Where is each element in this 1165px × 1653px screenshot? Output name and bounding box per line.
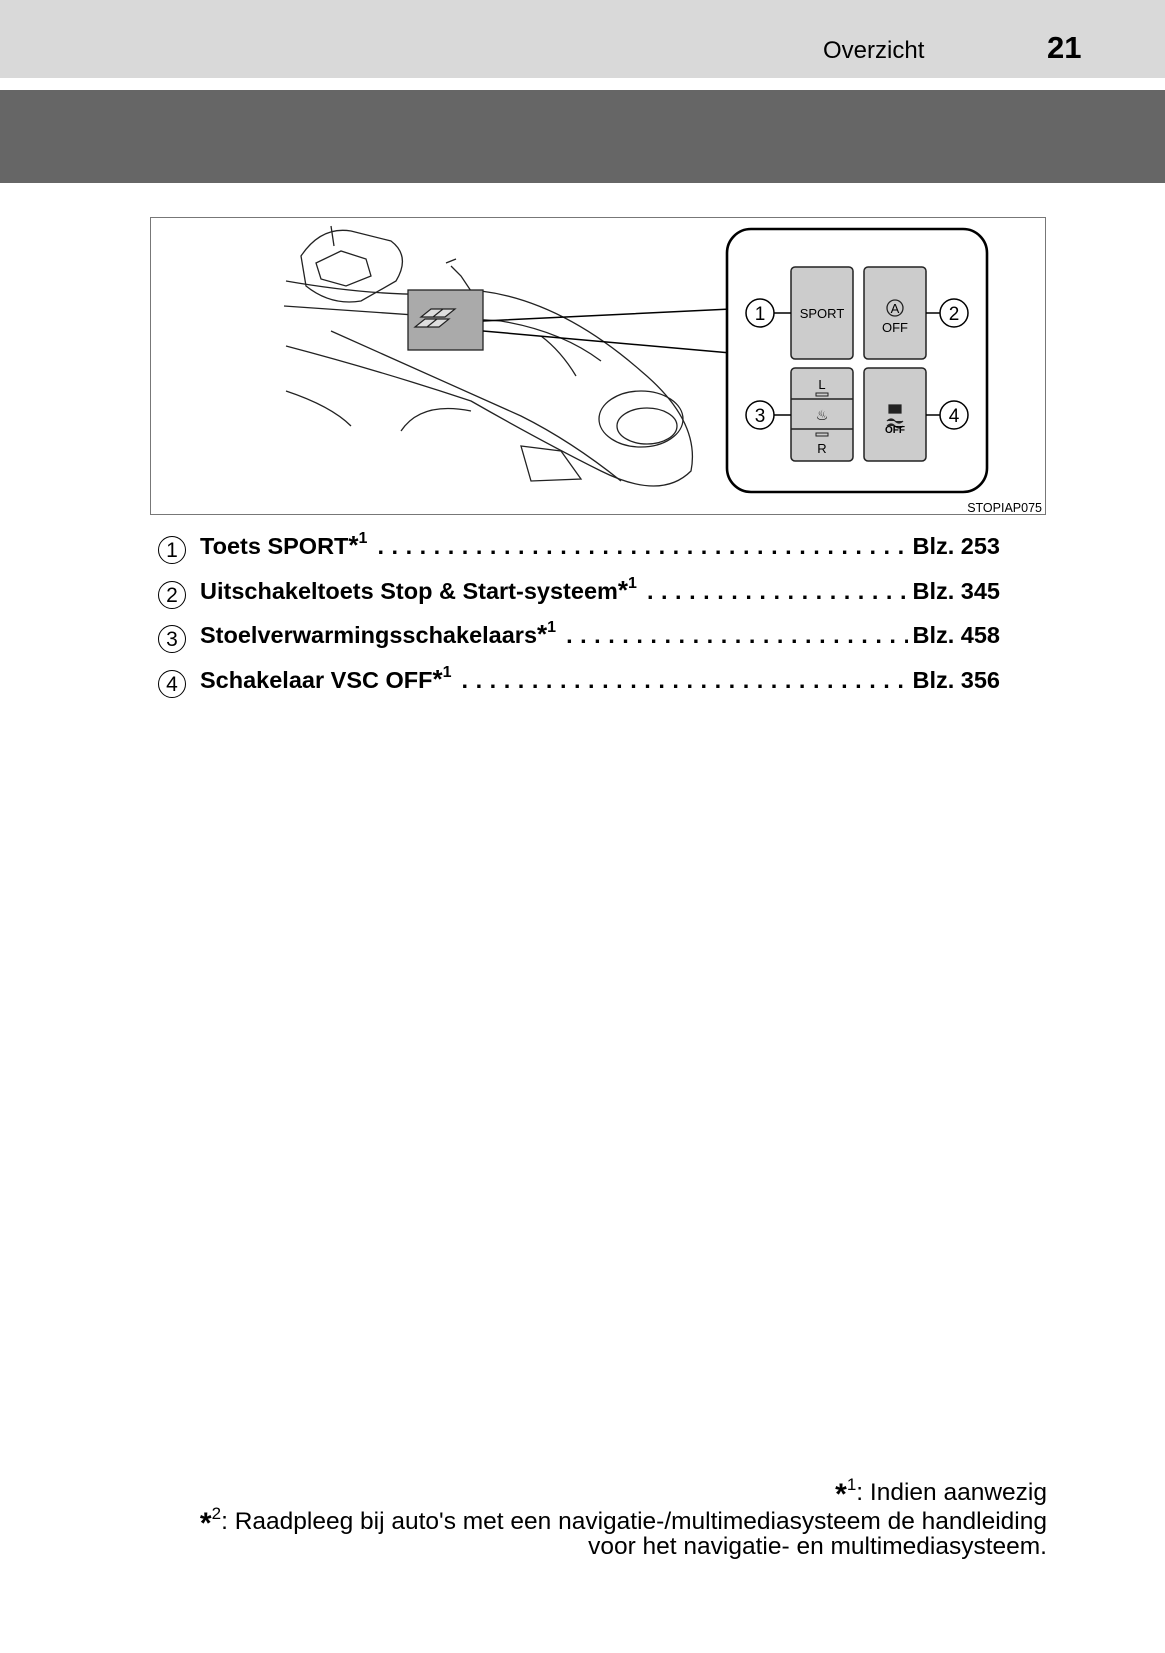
footnote-star: * xyxy=(617,574,629,605)
list-item-seat-heater: 3 Stoelverwarmingsschakelaars*1 Blz. 458 xyxy=(158,619,1000,664)
callout-1 xyxy=(745,298,775,328)
figure-code: STOPIAP075 xyxy=(967,501,1042,515)
list-item-stop-start: 2 Uitschakeltoets Stop & Start-systeem*1… xyxy=(158,575,1000,620)
footnote-number: 2 xyxy=(211,1504,222,1523)
footnote-ref: 1 xyxy=(442,663,452,681)
callout-3 xyxy=(745,400,775,430)
footnote-ref: 1 xyxy=(547,619,557,637)
vsc-off-button xyxy=(863,367,927,462)
list-item-sport: 1 Toets SPORT*1 Blz. 253 xyxy=(158,530,1000,575)
auto-stop-start-icon xyxy=(886,299,904,317)
skid-car-icon xyxy=(886,404,904,429)
vsc-off-label: OFF xyxy=(885,425,905,436)
footnote-star: * xyxy=(835,1478,847,1511)
footnote-star: * xyxy=(537,619,548,650)
callout-2 xyxy=(939,298,969,328)
footnote-ref: 1 xyxy=(628,574,637,592)
item-label: Toets SPORT xyxy=(200,533,349,559)
dot-leader xyxy=(462,667,909,694)
item-label: Uitschakeltoets Stop & Start-systeem xyxy=(200,577,618,604)
callout-2-label: 2 xyxy=(949,304,960,325)
callout-3-label: 3 xyxy=(755,406,766,427)
callout-4-label: 4 xyxy=(949,406,960,427)
footnote-text: : Indien aanwezig xyxy=(856,1479,1047,1506)
stop-start-off-label: OFF xyxy=(882,320,908,335)
item-list: 1 Toets SPORT*1 Blz. 253 2 Uitschakeltoe… xyxy=(158,530,1000,708)
dot-leader xyxy=(377,533,908,560)
console-sketch xyxy=(283,225,694,487)
footnote-text: : Raadpleeg bij auto's met een navigatie… xyxy=(221,1508,1047,1535)
callout-panel xyxy=(725,227,989,494)
page-reference[interactable]: Blz. 345 xyxy=(912,577,1000,604)
item-label: Stoelverwarmingsschakelaars xyxy=(200,622,538,649)
footnote-star: * xyxy=(432,663,443,694)
item-label: Schakelaar VSC OFF xyxy=(200,666,433,693)
footnote-star: * xyxy=(199,1507,212,1540)
console-drawing: SPORT A OFF L ♨ R OFF 1 2 3 4 STOPIAP075 xyxy=(283,225,1042,515)
page-reference[interactable]: Blz. 253 xyxy=(912,533,1000,559)
footnote-ref: 1 xyxy=(358,530,368,547)
item-number: 1 xyxy=(158,536,186,564)
footnote-star: * xyxy=(348,530,359,560)
section-title: Overzicht xyxy=(823,37,925,64)
footnote-text: voor het navigatie- en multimediasysteem… xyxy=(588,1533,1047,1560)
auto-symbol: A xyxy=(891,301,900,316)
seat-left-label: L xyxy=(818,377,825,392)
callout-1-label: 1 xyxy=(755,304,766,325)
dot-leader xyxy=(647,578,909,605)
chapter-band xyxy=(0,90,1165,183)
footnote-number: 1 xyxy=(846,1475,857,1494)
page-reference[interactable]: Blz. 356 xyxy=(912,666,1000,693)
footnote-1: *1: Indien aanwezig xyxy=(835,1474,1047,1511)
item-number: 3 xyxy=(158,625,186,654)
item-number: 2 xyxy=(158,580,186,609)
page-number: 21 xyxy=(1047,30,1082,65)
callout-4 xyxy=(939,400,969,430)
footnote-2: *2: Raadpleeg bij auto's met een navigat… xyxy=(199,1503,1047,1540)
footnote-2-continued: voor het navigatie- en multimediasysteem… xyxy=(588,1533,1047,1561)
item-number: 4 xyxy=(158,669,186,698)
list-item-vsc-off: 4 Schakelaar VSC OFF*1 Blz. 356 xyxy=(158,664,1000,709)
page-header: Overzicht 21 xyxy=(0,0,1165,78)
seat-heater-icon: ♨ xyxy=(816,407,829,423)
sport-button-label: SPORT xyxy=(800,306,845,321)
page-reference[interactable]: Blz. 458 xyxy=(912,622,1000,649)
dot-leader xyxy=(566,622,908,649)
seat-right-label: R xyxy=(817,441,826,456)
console-illustration: SPORT A OFF L ♨ R OFF 1 2 3 4 STOPIAP075 xyxy=(150,217,1046,515)
